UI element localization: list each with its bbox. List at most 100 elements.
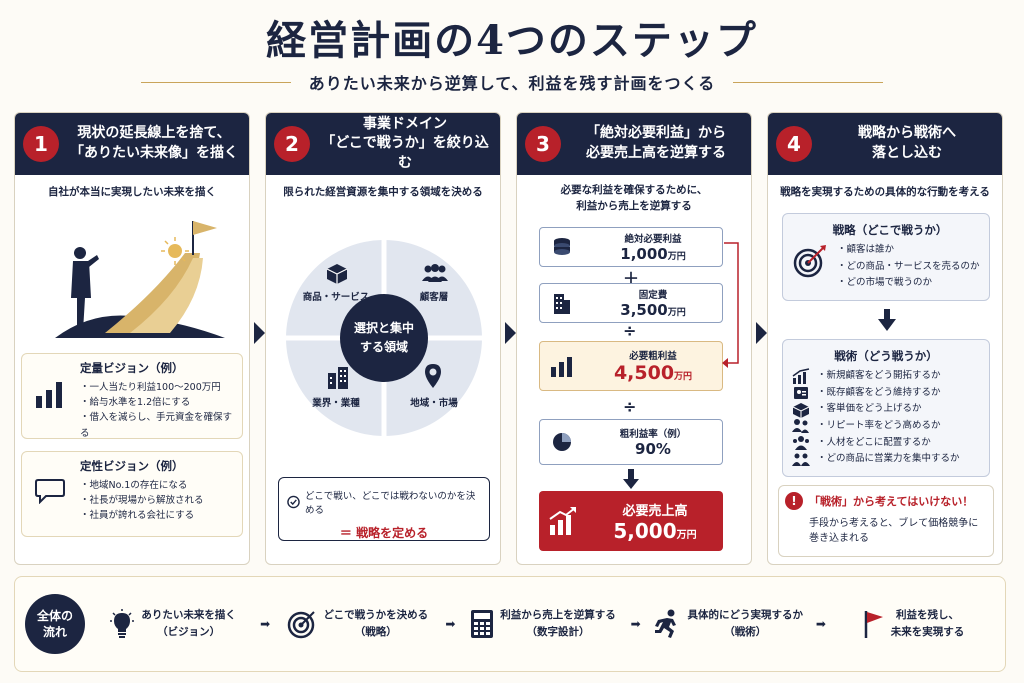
step-4-title-line2: 落とし込む — [872, 145, 942, 161]
list-item: ・リピート率をどう高めるか — [789, 418, 983, 435]
calc-label: 粗利益率（例） — [619, 429, 687, 440]
bar-chart-icon — [36, 382, 62, 408]
lightbulb-icon — [110, 609, 135, 638]
growth-chart-icon — [549, 507, 576, 535]
step-1-lead: 自社が本当に実現したい未来を描く — [48, 186, 216, 198]
warning-title-row: ! 「戦術」から考えてはいけない！ — [785, 492, 987, 510]
calc-value: 3,500万円 — [620, 301, 686, 319]
center-label-line2: する領域 — [359, 340, 408, 355]
step-4-title-line1: 戦略から戦術へ — [858, 125, 956, 142]
group-people-icon — [422, 264, 448, 282]
calc-label: 固定費 — [638, 290, 668, 301]
map-pin-icon — [425, 364, 441, 388]
calc-label: 必要粗利益 — [629, 351, 677, 362]
step-1-number: 1 — [23, 126, 59, 162]
list-item: ・借入を減らし、手元資金を確保する — [80, 412, 233, 439]
title-after: つのステップ — [505, 17, 758, 64]
required-profit-box: 絶対必要利益 1,000万円 — [539, 227, 723, 267]
flow-step: 具体的にどう実現するか （戦術） — [647, 607, 810, 641]
list-item: ・客単価をどう上げるか — [789, 401, 983, 418]
list-item: ・社長が現場から解放される — [80, 495, 204, 507]
flow-step-label: 具体的にどう実現するか — [687, 609, 803, 622]
title-number: 4 — [476, 17, 506, 64]
step-2-title-line2: 「どこで戦うか」を絞り込む — [321, 135, 489, 171]
step-2-title-line1: 事業ドメイン — [363, 115, 447, 132]
step-2-title: 事業ドメイン 「どこで戦うか」を絞り込む — [318, 115, 492, 174]
step-3-title-line1: 「絶対必要利益」から — [586, 125, 726, 142]
calculator-icon — [471, 610, 494, 638]
list-item: ・給与水準を1.2倍にする — [80, 397, 191, 409]
repeat-people-icon — [792, 419, 809, 434]
quadrant-label: 商品・サービス — [302, 292, 370, 303]
quadrant-label: 顧客層 — [419, 292, 449, 303]
flow-step-label: どこで戦うかを決める — [323, 609, 429, 622]
overall-flow: 全体の流れ ありたい未来を描く （ビジョン） ➡ どこで戦うかを決める （戦略）… — [14, 576, 1006, 672]
center-label-line1: 選択と集中 — [353, 321, 414, 335]
qual-vision-list: ・地域No.1の存在になる ・社長が現場から解放される ・社員が誇れる会社にする — [80, 478, 236, 524]
divide-operator: ÷ — [623, 397, 637, 416]
vision-mountain-illustration — [55, 221, 225, 338]
step-2-lead: 限られた経営資源を集中する領域を決める — [283, 186, 483, 198]
quant-vision-box: 定量ビジョン（例） ・一人当たり利益100〜200万円 ・給与水準を1.2倍にす… — [21, 353, 243, 439]
quant-vision-list: ・一人当たり利益100〜200万円 ・給与水準を1.2倍にする ・借入を減らし、… — [80, 380, 236, 441]
tactics-title: 戦術（どう戦うか） — [834, 349, 938, 363]
quadrant-label: 地域・市場 — [410, 398, 458, 409]
flow-step-label: 利益を残し、 — [895, 609, 959, 622]
step-arrow-icon — [756, 322, 767, 344]
step-2-number: 2 — [274, 126, 310, 162]
qual-vision-title: 定性ビジョン（例） — [80, 459, 184, 473]
coin-stack-icon — [554, 238, 570, 255]
flow-step: 利益から売上を逆算する （数字設計） — [461, 607, 624, 641]
step-arrow-icon — [254, 322, 265, 344]
calc-value: 90% — [635, 440, 671, 458]
speech-bubble-icon — [35, 479, 65, 504]
person-card-icon — [794, 386, 808, 399]
step-4-header: 4 戦略から戦術へ 落とし込む — [768, 113, 1002, 175]
running-person-icon — [655, 609, 677, 638]
step-card-4: 4 戦略から戦術へ 落とし込む 戦略を実現するための具体的な行動を考える 戦略（… — [767, 112, 1003, 565]
step-1-header: 1 現状の延長線上を捨て、 「ありたい未来像」を描く — [15, 113, 249, 175]
step-4-lead: 戦略を実現するための具体的な行動を考える — [780, 186, 990, 198]
tactics-box: 戦術（どう戦うか） ・新規顧客をどう開拓するか ・既存顧客をどう維持するか ・客… — [782, 339, 990, 477]
scope-result: ＝ 戦略を定める — [339, 526, 429, 540]
target-icon — [288, 611, 316, 639]
step-2-header: 2 事業ドメイン 「どこで戦うか」を絞り込む — [266, 113, 500, 175]
list-item: ・どの市場で戦うのか — [837, 277, 933, 289]
step-1-title-line2: 「ありたい未来像」を描く — [70, 145, 238, 161]
down-arrow-icon — [878, 309, 896, 331]
domain-quadrant-diagram: 商品・サービス 顧客層 業界・業種 地域・市場 選択と集中 する領域 — [284, 233, 484, 443]
list-item: ・社員が誇れる会社にする — [80, 510, 195, 522]
office-building-icon — [554, 294, 570, 314]
sales-value: 5,000万円 — [613, 518, 697, 543]
down-arrow-icon — [623, 469, 639, 489]
check-circle-icon — [287, 495, 300, 509]
flow-step: ありたい未来を描く （ビジョン） — [91, 607, 254, 641]
list-item: ・一人当たり利益100〜200万円 — [80, 382, 221, 393]
warning-line2: 巻き込まれる — [809, 533, 869, 544]
flow-step-label: ありたい未来を描く — [141, 609, 236, 622]
flow-step-sub: （戦略） — [354, 626, 397, 638]
divider-right — [733, 81, 884, 83]
flow-step-sub: （戦術） — [724, 626, 767, 638]
list-item: ・顧客は誰か — [837, 244, 895, 255]
flow-step-sub: （数字設計） — [526, 626, 590, 638]
strategy-scope-box: どこで戦い、どこでは戦わないのかを決める ＝ 戦略を定める — [278, 477, 490, 541]
step-3-header: 3 「絶対必要利益」から 必要売上高を逆算する — [517, 113, 751, 175]
calc-value: 4,500万円 — [613, 362, 693, 384]
list-item: ・どの商品に営業力を集中するか — [789, 451, 983, 468]
step-4-title: 戦略から戦術へ 落とし込む — [820, 124, 994, 163]
flow-step-sub: （ビジョン） — [157, 626, 221, 638]
flow-arrow-icon: ➡ — [630, 617, 641, 631]
list-item: ・既存顧客をどう維持するか — [789, 385, 983, 402]
pie-chart-icon — [553, 433, 571, 451]
list-item: ・人材をどこに配置するか — [789, 435, 983, 452]
flow-arrow-icon: ➡ — [260, 617, 271, 631]
scope-text: どこで戦い、どこでは戦わないのかを決める — [305, 491, 476, 516]
warning-body: 手段から考えると、ブレて価格競争に 巻き込まれる — [785, 516, 987, 546]
strategy-box: 戦略（どこで戦うか） ・顧客は誰か ・どの商品・サービスを売るのか ・どの市場で… — [782, 213, 990, 301]
step-1-title: 現状の延長線上を捨て、 「ありたい未来像」を描く — [67, 124, 241, 163]
flow-arrow-icon: ➡ — [815, 617, 826, 631]
growth-arrow-icon — [792, 368, 810, 385]
calc-value: 1,000万円 — [620, 245, 686, 263]
target-icon — [793, 245, 826, 278]
